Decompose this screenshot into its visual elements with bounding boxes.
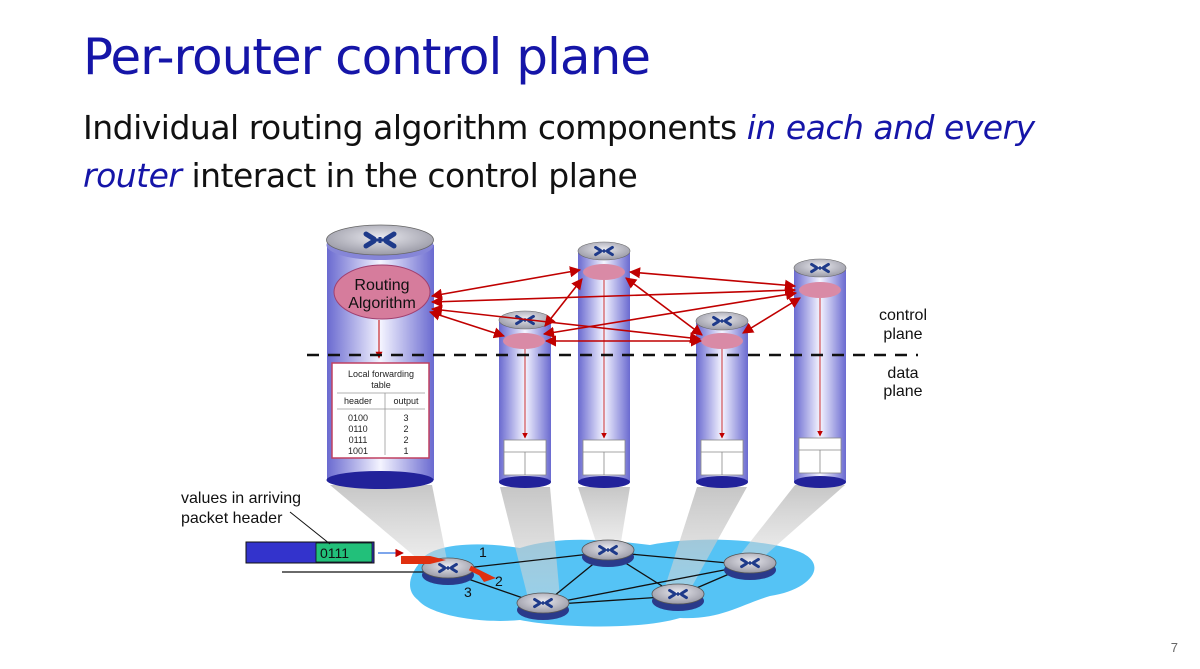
router-cylinder-3 xyxy=(577,241,631,488)
table-cell: 3 xyxy=(403,413,408,423)
table-cell: 2 xyxy=(403,435,408,445)
table-header: header xyxy=(344,396,372,406)
arriving-packet: 0111 xyxy=(245,541,404,564)
table-rows: 0100 3 0110 2 0111 2 1001 1 xyxy=(348,413,409,456)
incoming-packet-arrow xyxy=(401,556,446,564)
projection-beam xyxy=(736,485,845,560)
table-cell: 0111 xyxy=(349,435,368,445)
forwarding-table: Local forwarding table header output 010… xyxy=(331,362,430,459)
projection-beam xyxy=(664,487,747,590)
packet-header-label: values in arriving xyxy=(181,490,301,507)
svg-text:table: table xyxy=(371,380,391,390)
packet-header-field xyxy=(315,542,373,563)
network-router xyxy=(581,539,635,567)
data-plane-label: data xyxy=(887,365,918,382)
port-label: 1 xyxy=(479,544,487,560)
table-cell: 0110 xyxy=(348,424,367,434)
projection-beam xyxy=(578,487,630,548)
routing-algorithm-bubble xyxy=(333,264,431,320)
subtitle-part2: interact in the control plane xyxy=(181,156,638,195)
table-cell: 2 xyxy=(403,424,408,434)
table-cell: 1001 xyxy=(348,446,368,456)
control-plane-label: plane xyxy=(883,326,922,343)
svg-text:Local forwarding: Local forwarding xyxy=(348,369,414,379)
network-router xyxy=(421,557,475,585)
subtitle-emphasis: in each and every router xyxy=(83,108,1035,195)
table-cell: 0100 xyxy=(348,413,368,423)
routing-algorithm-label: Routing xyxy=(354,277,409,294)
network-router xyxy=(516,592,570,620)
control-plane-arrows xyxy=(428,266,801,347)
routing-algorithm-label: Algorithm xyxy=(348,295,416,312)
subtitle: Individual routing algorithm components … xyxy=(83,104,1123,200)
table-cell: 1 xyxy=(403,446,408,456)
projection-beam xyxy=(500,487,560,598)
router-cylinder-4 xyxy=(695,311,749,488)
page-title: Per-router control plane xyxy=(83,28,651,86)
packet-header-value: 0111 xyxy=(320,545,349,561)
port-label: 2 xyxy=(495,573,503,589)
table-header: output xyxy=(393,396,419,406)
network-router xyxy=(651,583,705,611)
router-cylinder-2 xyxy=(498,310,552,488)
subtitle-part1: Individual routing algorithm components xyxy=(83,108,747,147)
control-plane-label: control xyxy=(879,307,927,324)
projection-beam xyxy=(330,485,448,565)
page-number: 7 xyxy=(1170,640,1178,655)
network-router xyxy=(723,552,777,580)
data-plane-label: plane xyxy=(883,383,922,400)
port-label: 3 xyxy=(464,584,472,600)
packet-header-label: packet header xyxy=(181,510,283,527)
router-cylinder-5 xyxy=(793,258,847,488)
